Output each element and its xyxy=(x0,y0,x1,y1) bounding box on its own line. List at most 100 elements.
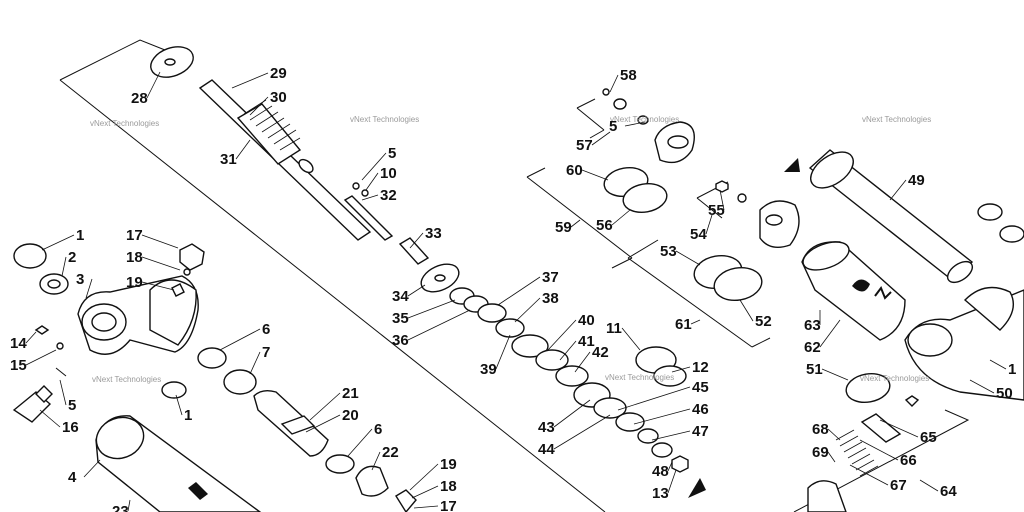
leader-line xyxy=(547,319,577,351)
leader-line xyxy=(411,485,439,499)
shim-stack xyxy=(420,263,706,498)
part-number-label: 29 xyxy=(270,65,287,82)
leader-line xyxy=(25,349,57,366)
part-number-label: 12 xyxy=(692,359,709,376)
part-number-label: 50 xyxy=(996,385,1013,402)
leader-line xyxy=(849,464,889,486)
leader-line xyxy=(739,299,754,322)
part-number-label: 52 xyxy=(755,313,772,330)
leader-line xyxy=(553,414,611,450)
part-number-label: 23 xyxy=(112,503,129,512)
part-number-label: 39 xyxy=(480,361,497,378)
part-number-label: 64 xyxy=(940,483,957,500)
leader-line xyxy=(989,359,1007,370)
leader-line xyxy=(559,340,577,361)
leader-line xyxy=(249,96,269,116)
part-number-label: 61 xyxy=(675,316,692,333)
part-number-label: 14 xyxy=(10,335,27,352)
leader-line xyxy=(141,281,175,291)
part-number-label: 5 xyxy=(68,397,76,414)
part-number-label: 19 xyxy=(126,274,143,291)
leader-line xyxy=(61,256,67,277)
leader-line xyxy=(41,234,75,251)
part-number-label: 19 xyxy=(440,456,457,473)
part-number-label: 17 xyxy=(126,227,143,244)
leader-line xyxy=(624,121,646,127)
watermark: vNext Technologies xyxy=(860,374,929,383)
leader-line xyxy=(675,250,701,266)
part-number-label: 16 xyxy=(62,419,79,436)
part-number-label: 21 xyxy=(342,385,359,402)
left-eyelet-assembly xyxy=(12,243,257,423)
leader-line xyxy=(495,334,511,370)
leader-line xyxy=(609,74,619,93)
part-number-label: 49 xyxy=(908,172,925,189)
part-number-label: 59 xyxy=(555,219,572,236)
leader-line xyxy=(819,319,841,348)
leader-line xyxy=(175,394,183,416)
watermark: vNext Technologies xyxy=(350,115,419,124)
part-number-label: 56 xyxy=(596,217,613,234)
leader-line xyxy=(821,368,849,381)
bracket-lines xyxy=(59,39,970,512)
part-number-label: 30 xyxy=(270,89,287,106)
part-number-label: 2 xyxy=(68,249,76,266)
part-number-label: 57 xyxy=(576,137,593,154)
leader-line xyxy=(651,430,691,441)
part-number-label: 65 xyxy=(920,429,937,446)
part-number-label: 1 xyxy=(76,227,84,244)
leader-line xyxy=(371,451,381,471)
part-number-label: 31 xyxy=(220,151,237,168)
part-number-label: 28 xyxy=(131,90,148,107)
reservoir-body xyxy=(801,149,974,341)
watermark: vNext Technologies xyxy=(605,373,674,382)
leader-line xyxy=(361,152,387,181)
arrow-marker-icon xyxy=(784,158,800,172)
watermark: vNext Technologies xyxy=(862,115,931,124)
reservoir-cap-assembly xyxy=(602,88,800,301)
leader-line xyxy=(127,499,131,512)
leader-line xyxy=(141,234,179,249)
part-number-label: 51 xyxy=(806,361,823,378)
leader-line xyxy=(719,189,725,211)
right-eyelet xyxy=(807,203,1024,512)
part-number-label: 6 xyxy=(374,421,382,438)
part-number-label: 4 xyxy=(68,469,77,486)
leader-line xyxy=(361,194,379,201)
leader-line xyxy=(553,399,591,428)
part-number-label: 55 xyxy=(708,202,725,219)
part-number-label: 33 xyxy=(425,225,442,242)
part-number-label: 66 xyxy=(900,452,917,469)
leader-line xyxy=(249,351,261,375)
shaft-assembly xyxy=(150,46,430,265)
leader-line xyxy=(705,214,713,235)
part-number-label: 7 xyxy=(262,344,270,361)
leader-line xyxy=(407,309,471,341)
leader-line xyxy=(827,428,841,441)
leader-line xyxy=(570,219,581,228)
leader-line xyxy=(667,461,673,472)
leader-line xyxy=(879,419,919,438)
part-number-label: 68 xyxy=(812,421,829,438)
watermarks: vNext Technologies vNext Technologies vN… xyxy=(90,115,931,384)
part-number-label: 42 xyxy=(592,344,609,361)
leader-line xyxy=(633,408,691,425)
part-number-label: 6 xyxy=(262,321,270,338)
leader-line xyxy=(146,71,161,99)
leader-line xyxy=(407,299,456,319)
part-number-label: 47 xyxy=(692,423,709,440)
leader-line xyxy=(574,351,591,373)
part-number-label: 32 xyxy=(380,187,397,204)
part-number-label: 46 xyxy=(692,401,709,418)
leader-line xyxy=(305,414,341,433)
leader-line xyxy=(413,505,439,509)
leader-line xyxy=(85,278,93,299)
part-number-label: 13 xyxy=(652,485,669,502)
part-number-label: 37 xyxy=(542,269,559,286)
part-number-label: 38 xyxy=(542,290,559,307)
leader-line xyxy=(219,328,261,351)
leader-line xyxy=(690,319,701,325)
part-number-label: 1 xyxy=(184,407,192,424)
